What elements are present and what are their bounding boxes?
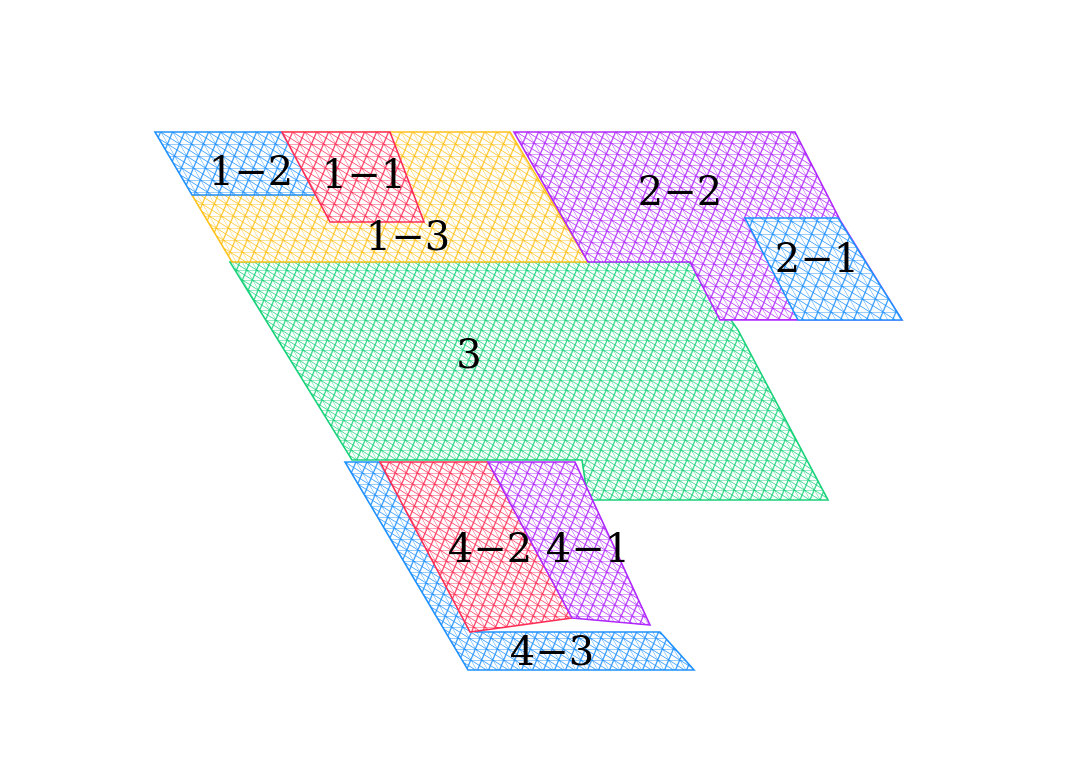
- region-label-4-3: 4−3: [510, 629, 594, 675]
- region-4-1: [486, 461, 652, 626]
- region-1-1: [280, 131, 426, 223]
- region-label-1-1: 1−1: [322, 152, 406, 198]
- region-4-2-mesh: [380, 462, 572, 632]
- region-1-2: [153, 131, 322, 196]
- region-label-4-1: 4−1: [546, 526, 630, 572]
- region-2-1: [743, 217, 904, 321]
- region-1-2-mesh: [155, 132, 320, 195]
- region-1-1-mesh: [282, 132, 424, 222]
- region-label-2-2: 2−2: [638, 169, 722, 215]
- region-4-1-outline: [486, 461, 652, 626]
- labels-layer: 3 1−3 1−2 1−1 2−2 2−1 4−3 4−2 4−1: [209, 149, 859, 675]
- region-2-1-mesh: [745, 218, 902, 320]
- region-label-1-2: 1−2: [209, 149, 293, 195]
- region-4-3-mesh: [345, 462, 694, 670]
- region-label-3: 3: [456, 332, 481, 378]
- region-1-1-outline: [280, 131, 426, 223]
- region-label-1-3: 1−3: [366, 214, 450, 260]
- regions-layer: [153, 131, 904, 671]
- region-2-1-outline: [743, 217, 904, 321]
- region-3: [228, 261, 830, 501]
- region-label-4-2: 4−2: [448, 526, 532, 572]
- region-4-1-mesh: [488, 462, 650, 625]
- region-3-mesh: [230, 262, 828, 500]
- region-label-2-1: 2−1: [775, 236, 859, 282]
